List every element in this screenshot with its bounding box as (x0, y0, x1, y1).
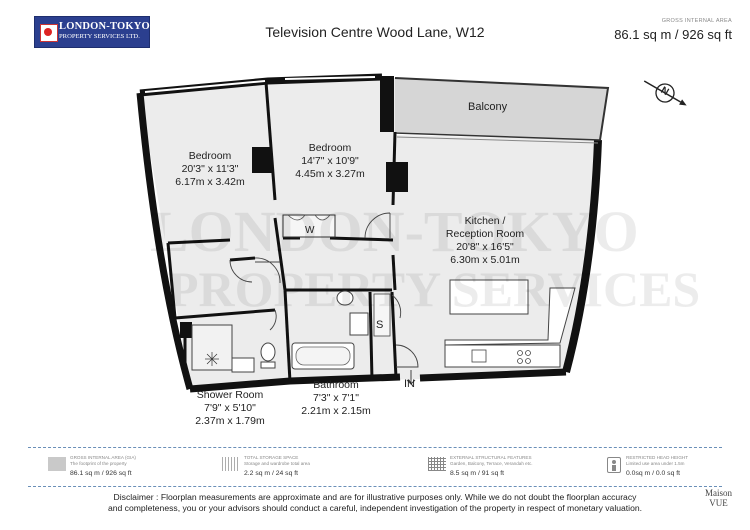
legend-title: TOTAL STORAGE SPACE (244, 455, 299, 460)
entrance-arrow-icon (406, 370, 416, 385)
kitchen-island (449, 279, 529, 315)
legend-external: EXTERNAL STRUCTURAL FEATURES Garden, Bal… (428, 455, 598, 483)
hob (517, 350, 531, 364)
room-name: Kitchen / (464, 215, 506, 227)
legend-title: EXTERNAL STRUCTURAL FEATURES (450, 455, 532, 460)
wall-bed1-bed2 (264, 81, 277, 201)
legend-subtitle: Garden, Balcony, Terrace, Verandah etc. (450, 461, 533, 466)
room-imperial: 20'3" x 11'3" (181, 163, 239, 175)
room-label-kitchen: Kitchen / Reception Room 20'8" x 16'5" 6… (430, 215, 540, 267)
legend-title: RESTRICTED HEAD HEIGHT (626, 455, 689, 460)
room-imperial: 7'9" x 5'10" (204, 402, 256, 414)
legend-storage: TOTAL STORAGE SPACE Storage and wardrobe… (222, 455, 392, 483)
outer-wall-right (562, 139, 602, 374)
gia-swatch-icon (48, 457, 66, 471)
compass-icon (643, 80, 687, 106)
storage-swatch-icon (222, 457, 240, 471)
balcony-label: Balcony (468, 101, 508, 113)
room-imperial: 14'7" x 10'9" (301, 155, 359, 167)
entrance-label: IN (404, 378, 415, 390)
wardrobe-label: W (305, 225, 315, 236)
kitchen-sink (471, 349, 487, 363)
room-label-bedroom-1: Bedroom 20'3" x 11'3" 6.17m x 3.42m (160, 150, 260, 189)
watermark-line1: LONDON-TOKYO (150, 199, 639, 264)
flag-icon (40, 24, 58, 42)
legend-value: 86.1 sq m / 926 sq ft (70, 470, 132, 477)
room-label-bedroom-2: Bedroom 14'7" x 10'9" 4.45m x 3.27m (280, 142, 380, 181)
room-name: Bedroom (308, 142, 352, 154)
room-name-2: Reception Room (445, 228, 525, 240)
legend-subtitle: Limited use area under 1.5m (626, 461, 685, 466)
divider-top (28, 447, 722, 448)
room-metric: 2.21m x 2.15m (301, 405, 371, 417)
logo-name: LONDON-TOKYO (59, 21, 150, 32)
shower-toilet (260, 342, 276, 362)
logo-subname: PROPERTY SERVICES LTD. (59, 33, 140, 40)
legend-gia: GROSS INTERNAL AREA (GIA) The footprint … (48, 455, 218, 483)
legend-subtitle: Storage and wardrobe total area (244, 461, 310, 466)
wardrobe (282, 214, 336, 238)
company-logo: LONDON-TOKYO PROPERTY SERVICES LTD. (34, 16, 150, 48)
maison-vue-logo: Maison VUE (705, 488, 732, 508)
gia-value: 86.1 sq m / 926 sq ft (614, 27, 732, 42)
column (380, 76, 394, 132)
legend-title: GROSS INTERNAL AREA (GIA) (70, 455, 136, 460)
legend-subtitle: The footprint of the property (70, 461, 127, 466)
legend-head-height: RESTRICTED HEAD HEIGHT Limited use area … (604, 455, 724, 483)
balcony-area (395, 78, 608, 140)
brand-line-2: VUE (709, 498, 728, 508)
divider-bottom (28, 486, 722, 487)
outer-wall-left (136, 92, 194, 390)
outer-wall-bottom (419, 368, 567, 382)
room-imperial: 7'3" x 7'1" (313, 392, 359, 404)
room-name: Bathroom (313, 379, 359, 391)
kitchen-counter (444, 287, 576, 346)
page-title: Television Centre Wood Lane, W12 (265, 24, 485, 40)
storage-label: S (376, 319, 384, 331)
room-imperial: 20'8" x 16'5" (456, 241, 514, 253)
legend-value: 0.0sq m / 0.0 sq ft (626, 470, 681, 477)
shower-sink (231, 357, 255, 373)
watermark-line2: PROPERTY SERVICES (168, 261, 701, 317)
legend-value: 8.5 sq m / 91 sq ft (450, 470, 505, 477)
room-name: Shower Room (196, 389, 264, 401)
room-label-shower-room: Shower Room 7'9" x 5'10" 2.37m x 1.79m (180, 389, 280, 428)
gia-label: GROSS INTERNAL AREA (661, 18, 732, 24)
legend-value: 2.2 sq m / 24 sq ft (244, 470, 299, 477)
disclaimer-line-1: Disclaimer : Floorplan measurements are … (113, 492, 637, 502)
room-metric: 2.37m x 1.79m (195, 415, 265, 427)
room-metric: 4.45m x 3.27m (295, 168, 365, 180)
brand-line-1: Maison (705, 488, 732, 498)
disclaimer: Disclaimer : Floorplan measurements are … (40, 492, 710, 513)
bath-sink (349, 312, 369, 336)
bath-toilet (336, 290, 354, 306)
room-label-bathroom: Bathroom 7'3" x 7'1" 2.21m x 2.15m (286, 379, 386, 418)
person-icon (607, 457, 621, 473)
external-swatch-icon (428, 457, 446, 471)
room-metric: 6.17m x 3.42m (175, 176, 245, 188)
room-metric: 6.30m x 5.01m (450, 254, 520, 266)
disclaimer-line-2: and completeness, you or your advisors s… (107, 502, 643, 513)
storage-cupboard (373, 293, 391, 337)
room-name: Bedroom (188, 150, 232, 162)
